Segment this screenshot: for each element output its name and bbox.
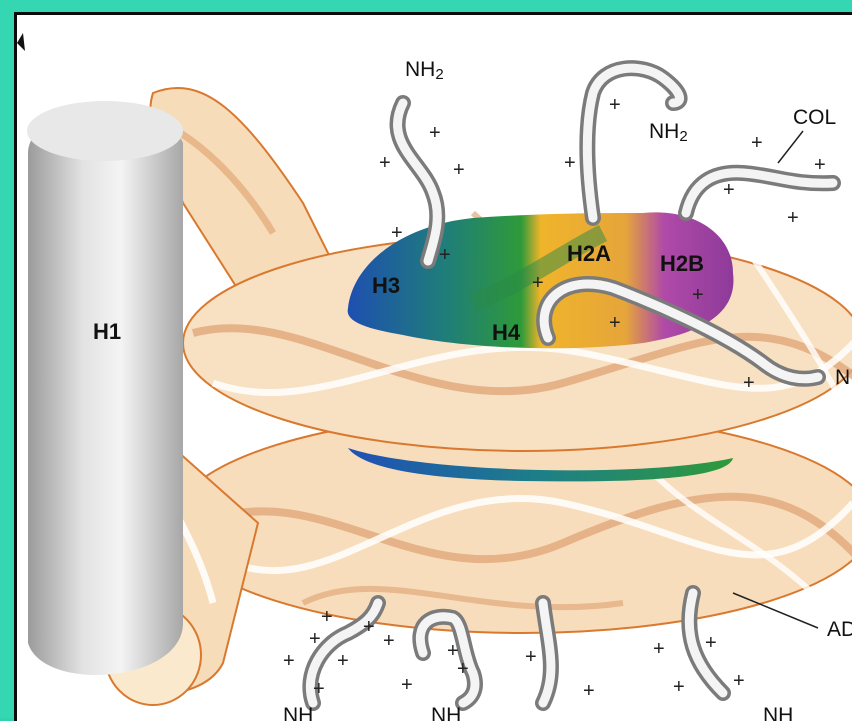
charge-plus: + [653,639,665,659]
charge-plus: + [313,679,325,699]
label-h4: H4 [492,322,520,344]
charge-plus: + [283,651,295,671]
label-ad: AD [827,619,852,640]
label-n-right: N [835,367,850,388]
charge-plus: + [609,313,621,333]
charge-plus: + [391,223,403,243]
corner-mark [17,33,25,51]
charge-plus: + [453,160,465,180]
charge-plus: + [609,95,621,115]
label-col: COL [793,107,836,128]
charge-plus: + [814,155,826,175]
label-h2a: H2A [567,243,611,265]
label-nh2-top-right: NH2 [649,121,688,144]
charge-plus: + [733,671,745,691]
h1-cylinder [27,101,183,675]
charge-plus: + [532,273,544,293]
charge-plus: + [337,651,349,671]
charge-plus: + [705,633,717,653]
charge-plus: + [401,675,413,695]
charge-plus: + [383,631,395,651]
label-nh2-top-left: NH2 [405,59,444,82]
charge-plus: + [363,617,375,637]
label-h3: H3 [372,275,400,297]
charge-plus: + [457,659,469,679]
charge-plus: + [787,208,799,228]
charge-plus: + [525,647,537,667]
label-h2b: H2B [660,253,704,275]
nucleosome-illustration [17,15,852,721]
charge-plus: + [379,153,391,173]
charge-plus: + [583,681,595,701]
charge-plus: + [723,180,735,200]
label-h1: H1 [93,321,121,343]
label-nh-bottom-1: NH [283,705,313,721]
charge-plus: + [692,285,704,305]
charge-plus: + [429,123,441,143]
charge-plus: + [321,607,333,627]
charge-plus: + [673,677,685,697]
charge-plus: + [564,153,576,173]
charge-plus: + [439,245,451,265]
label-nh-bottom-2: NH [431,705,461,721]
charge-plus: + [309,629,321,649]
label-nh-bottom-3: NH [763,705,793,721]
charge-plus: + [743,373,755,393]
diagram-panel: H1 H3 H2A H2B H4 NH2 NH2 COL N AD NH NH … [14,12,852,721]
charge-plus: + [751,133,763,153]
